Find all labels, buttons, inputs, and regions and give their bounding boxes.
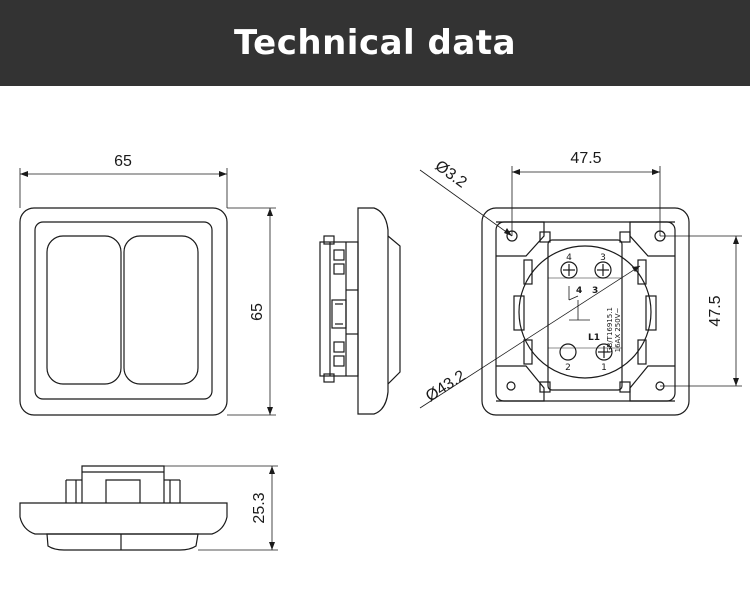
side-frame (357, 207, 389, 415)
marking-label-4: 4 (576, 286, 582, 296)
mechanism-diameter-label: Ø43.2 (423, 367, 469, 405)
hole-diameter-label: Ø3.2 (432, 157, 470, 191)
left-rocker (46, 235, 122, 385)
diameter-leader-line (419, 265, 641, 409)
front-height-label: 65 (249, 303, 266, 321)
bottom-plate (19, 502, 228, 535)
front-view (19, 168, 276, 416)
right-rocker (123, 235, 199, 385)
terminal-label-3: 3 (600, 253, 606, 263)
marking-label-3: 3 (592, 286, 598, 296)
back-view (419, 166, 742, 416)
header-bar: Technical data (0, 0, 750, 86)
terminal-label-1: 1 (601, 363, 607, 373)
back-frame-outer (481, 207, 690, 416)
side-view (319, 207, 401, 415)
back-height-label: 47.5 (707, 295, 724, 326)
terminal-hole-icon (559, 343, 577, 361)
front-frame-outer (19, 207, 228, 416)
bottom-height-label: 25.3 (251, 492, 268, 523)
bottom-view (19, 465, 278, 551)
front-width-label: 65 (114, 153, 132, 170)
page-title: Technical data (233, 23, 517, 63)
mounting-hole-icon (506, 381, 516, 391)
rating-line-1: GB/T16915.1 (606, 307, 614, 353)
terminal-screw-icon (560, 261, 578, 279)
side-body (319, 241, 359, 377)
terminal-label-4: 4 (566, 253, 572, 263)
bottom-body (81, 465, 165, 503)
back-frame-inner (495, 221, 676, 402)
back-width-label: 47.5 (570, 150, 601, 167)
mechanism-circle (518, 245, 652, 379)
bottom-rocker (46, 533, 199, 551)
terminal-screw-icon (594, 261, 612, 279)
terminal-label-l1: L1 (588, 333, 600, 343)
terminal-label-2: 2 (565, 363, 571, 373)
front-frame-inner (34, 221, 213, 400)
terminal-screw-icon (595, 343, 613, 361)
rating-line-2: 16AX 250V~ (614, 308, 622, 353)
hole-leader-line (419, 169, 513, 237)
side-rocker (387, 235, 401, 385)
